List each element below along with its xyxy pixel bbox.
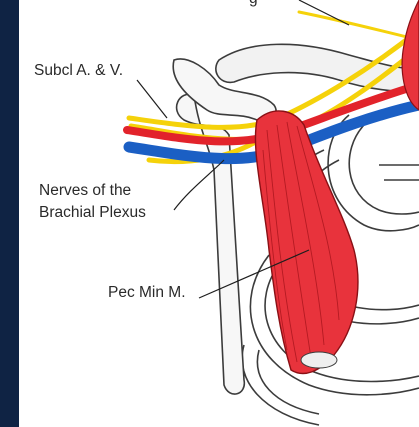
brachial-plexus-label-line2: Brachial Plexus (39, 202, 146, 224)
subclavian-label: Subcl A. & V. (34, 60, 123, 82)
brachial-plexus-label: Nerves of the Brachial Plexus (39, 180, 146, 224)
pectoralis-minor-muscle (255, 111, 357, 374)
brachial-plexus-label-line1: Nerves of the (39, 180, 146, 202)
pec-min-label: Pec Min M. (108, 282, 186, 304)
anatomy-figure: g Subcl A. & V. Nerves of the Brachial P… (19, 0, 419, 427)
top-label-fragment: g (249, 0, 258, 10)
